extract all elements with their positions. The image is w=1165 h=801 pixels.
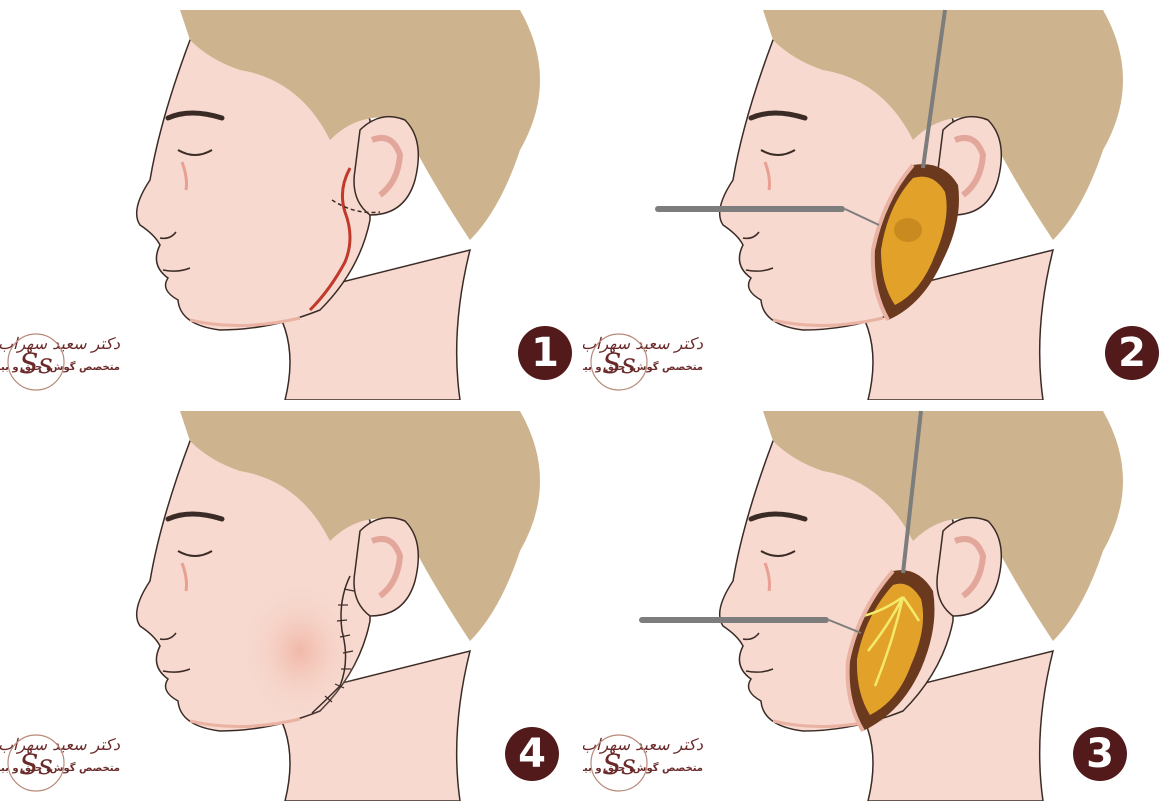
logo-monogram-icon: Ss xyxy=(587,330,651,394)
clinic-logo: دکتر سعید سهراب پور متخصص گوش، حلق و بین… xyxy=(587,330,787,400)
step-number-badge: 1 xyxy=(518,326,572,380)
step-panel-4: دکتر سعید سهراب پور متخصص گوش، حلق و بین… xyxy=(0,401,582,801)
step-number-badge: 3 xyxy=(1073,727,1127,781)
svg-text:Ss: Ss xyxy=(19,347,53,380)
clinic-logo: دکتر سعید سهراب پور متخصص گوش، حلق و بین… xyxy=(587,731,787,801)
step-panel-3: دکتر سعید سهراب پور متخصص گوش، حلق و بین… xyxy=(583,401,1165,801)
clinic-logo: دکتر سعید سهراب پور متخصص گوش، حلق و بین… xyxy=(4,731,204,801)
retractor-horizontal xyxy=(639,617,829,623)
logo-monogram-icon: Ss xyxy=(4,731,68,795)
step-number-badge: 4 xyxy=(505,727,559,781)
clinic-logo: دکتر سعید سهراب پور متخصص گوش، حلق و بین… xyxy=(4,330,204,400)
logo-monogram-icon: Ss xyxy=(587,731,651,795)
logo-monogram-icon: Ss xyxy=(4,330,68,394)
svg-text:Ss: Ss xyxy=(602,748,636,781)
step-panel-2: دکتر سعید سهراب پور متخصص گوش، حلق و بین… xyxy=(583,0,1165,400)
svg-text:Ss: Ss xyxy=(19,748,53,781)
step-number-badge: 2 xyxy=(1105,326,1159,380)
retractor-horizontal xyxy=(655,206,845,212)
svg-text:Ss: Ss xyxy=(602,347,636,380)
step-panel-1: دکتر سعید سهراب پور متخصص گوش، حلق و بین… xyxy=(0,0,582,400)
